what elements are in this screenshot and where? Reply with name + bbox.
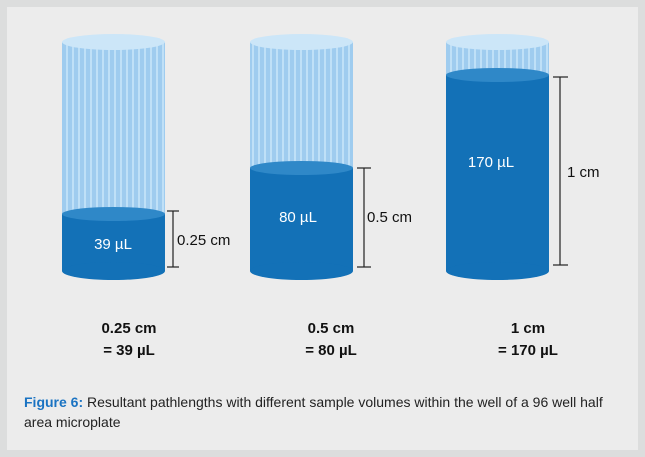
summary-2: 1 cm = 170 µL xyxy=(448,318,608,362)
summary-1-pathlength: 0.5 cm xyxy=(307,320,355,337)
cylinder-0-volume-label: 39 µL xyxy=(94,236,132,253)
cylinder-1-liquid xyxy=(250,168,353,271)
cylinder-2-rim xyxy=(446,34,549,50)
cylinder-2-liquid-surface xyxy=(446,68,549,82)
cylinder-1-liquid-surface xyxy=(250,161,353,175)
summary-0-volume: = 39 µL xyxy=(103,342,155,359)
summary-0-pathlength: 0.25 cm xyxy=(101,320,157,337)
cylinder-0-bracket xyxy=(167,210,179,268)
figure-caption: Figure 6: Resultant pathlengths with dif… xyxy=(24,392,614,432)
cylinder-1-bracket xyxy=(357,167,371,268)
summary-2-pathlength: 1 cm xyxy=(510,320,546,337)
cylinder-1: 80 µL xyxy=(250,34,353,280)
figure-caption-label: Figure 6: xyxy=(24,394,84,410)
cylinder-0-liquid-bottom xyxy=(62,262,165,280)
cylinder-0: 39 µL xyxy=(62,34,165,280)
summary-1: 0.5 cm = 80 µL xyxy=(251,318,411,362)
cylinder-2: 170 µL xyxy=(446,34,549,280)
cylinder-0-rim xyxy=(62,34,165,50)
cylinder-2-liquid xyxy=(446,75,549,271)
cylinder-1-pathlength-label: 0.5 cm xyxy=(367,209,412,226)
cylinder-2-liquid-bottom xyxy=(446,262,549,280)
figure-caption-text: Resultant pathlengths with different sam… xyxy=(24,394,603,430)
cylinder-2-pathlength-label: 1 cm xyxy=(567,164,600,181)
summary-2-volume: = 170 µL xyxy=(498,342,558,359)
summary-1-volume: = 80 µL xyxy=(305,342,357,359)
cylinder-0-pathlength-label: 0.25 cm xyxy=(177,232,230,249)
cylinder-0-liquid-surface xyxy=(62,207,165,221)
cylinder-0-liquid xyxy=(62,214,165,271)
cylinder-1-rim xyxy=(250,34,353,50)
cylinder-1-volume-label: 80 µL xyxy=(279,209,317,226)
cylinder-2-bracket xyxy=(553,76,568,266)
summary-0: 0.25 cm = 39 µL xyxy=(49,318,209,362)
cylinder-1-liquid-bottom xyxy=(250,262,353,280)
cylinder-2-volume-label: 170 µL xyxy=(468,154,514,171)
